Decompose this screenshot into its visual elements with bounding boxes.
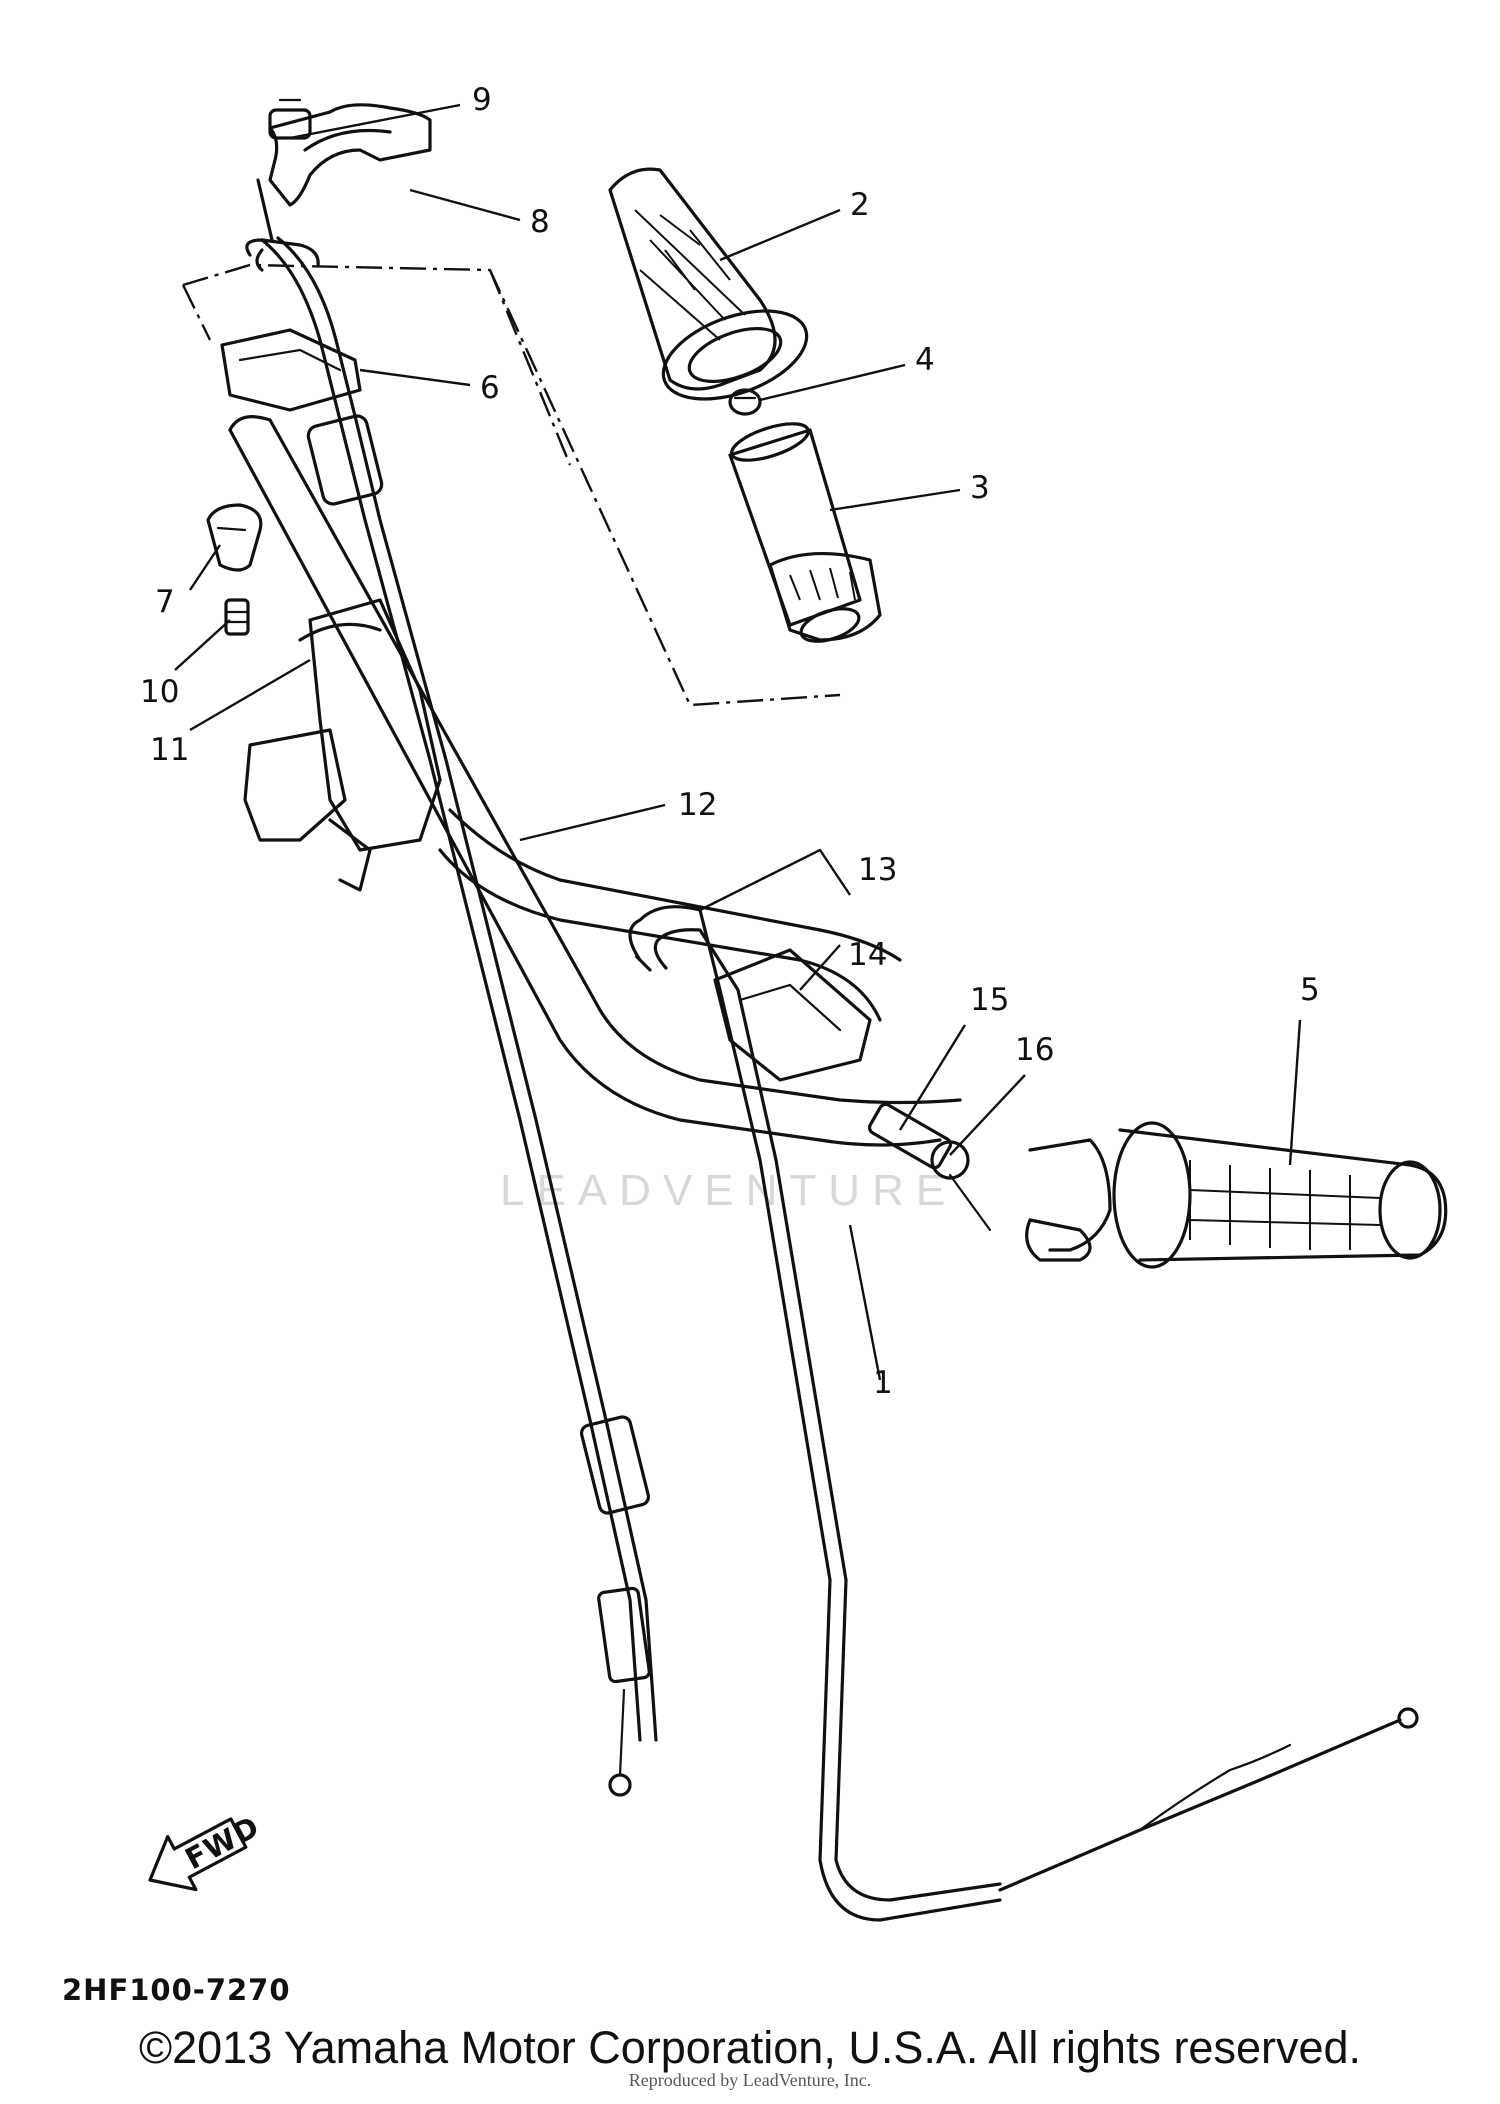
callout-7: 7 xyxy=(155,584,175,620)
callout-12: 12 xyxy=(678,787,717,823)
grip-left xyxy=(608,167,809,401)
grip-right xyxy=(1028,1121,1448,1269)
ring-4 xyxy=(728,388,762,416)
leader-lines xyxy=(174,103,1302,1381)
throttle-tube xyxy=(728,422,882,643)
assembly-boundary xyxy=(181,263,841,707)
callout-11: 11 xyxy=(150,732,189,768)
callout-13: 13 xyxy=(858,852,897,888)
cable-adjuster xyxy=(867,1102,1092,1262)
clutch-lever-holder xyxy=(243,598,442,892)
bolt-10 xyxy=(224,598,250,636)
callout-5: 5 xyxy=(1300,972,1320,1008)
fwd-label: FWD xyxy=(180,1809,266,1876)
callout-15: 15 xyxy=(970,982,1009,1018)
copyright-notice: ©2013 Yamaha Motor Corporation, U.S.A. A… xyxy=(138,2022,1362,2073)
callout-3: 3 xyxy=(970,470,990,506)
callouts: 1 2 3 4 5 6 7 8 9 10 11 12 13 14 15 16 xyxy=(140,82,1320,1401)
fwd-arrow: FWD xyxy=(148,1809,266,1892)
callout-2: 2 xyxy=(850,187,870,223)
callout-4: 4 xyxy=(915,342,935,378)
throttle-cable-upper xyxy=(260,236,658,1797)
callout-6: 6 xyxy=(480,370,500,406)
callout-1: 1 xyxy=(873,1365,893,1401)
callout-9: 9 xyxy=(472,82,492,118)
callout-8: 8 xyxy=(530,204,550,240)
callout-10: 10 xyxy=(140,674,179,710)
throttle-housing xyxy=(713,948,872,1082)
cable-holder xyxy=(220,328,362,412)
drawing-code: 2HF100-7270 xyxy=(62,1973,291,2007)
throttle-cable-top xyxy=(245,98,432,272)
lever-clamp xyxy=(206,503,263,572)
reproduced-by-note: Reproduced by LeadVenture, Inc. xyxy=(628,2070,872,2090)
throttle-cable-lower xyxy=(628,905,1419,1922)
callout-14: 14 xyxy=(848,937,887,973)
watermark-text: LEADVENTURE xyxy=(500,1166,957,1215)
callout-16: 16 xyxy=(1015,1032,1054,1068)
